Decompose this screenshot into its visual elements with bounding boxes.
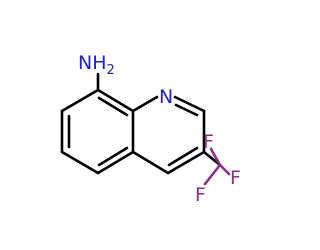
amine-label-subscript: 2: [107, 63, 115, 78]
bond-c3-c4-inner: [167, 146, 199, 167]
bond-n1-c2: [173, 95, 206, 113]
bond-c5-c4a-inner: [97, 146, 129, 167]
bond-c6-c5: [60, 150, 100, 175]
pyridine-ring: [131, 95, 206, 175]
bond-c3-c4: [166, 150, 206, 175]
bond-c-f-top: [209, 147, 222, 167]
fluorine-label-top: F: [203, 131, 214, 153]
fluorine-label-bottom: F: [195, 184, 206, 206]
bond-c8-c7: [60, 88, 100, 113]
bond-c8a-c8-inner: [97, 96, 129, 117]
fluorine-label-right: F: [230, 167, 241, 189]
amine-label-main: NH: [78, 52, 107, 74]
bond-c5-c4a: [96, 150, 135, 175]
benzene-ring: [60, 88, 135, 175]
bond-c8a-c8: [96, 88, 135, 113]
bond-c-f-right: [218, 163, 231, 176]
amine-label: NH2: [78, 52, 115, 78]
ring-nitrogen-label: N: [159, 86, 173, 108]
trifluoromethyl-group: [202, 147, 231, 186]
bond-c8a-n1: [131, 95, 159, 113]
bond-c-f-bottom: [203, 163, 222, 186]
molecule-structure: NH2 N F F F: [60, 52, 241, 206]
bond-c4-c4a: [131, 150, 170, 175]
bond-n1-c2-inner: [174, 103, 199, 117]
